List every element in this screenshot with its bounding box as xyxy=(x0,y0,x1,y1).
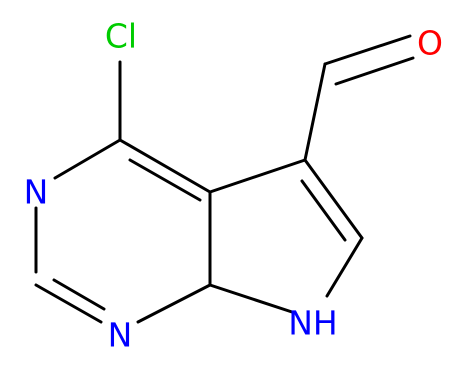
bond-n1-c7a xyxy=(136,283,212,324)
atom-label-n1: N xyxy=(108,316,133,355)
atom-label-o: O xyxy=(417,24,443,63)
bond-c4-c4a xyxy=(118,138,212,194)
bond-nh-c7a xyxy=(208,283,294,314)
bond-c5-c6-inner xyxy=(300,179,347,242)
bond-c6-nh xyxy=(325,236,364,298)
bond-c2-n1 xyxy=(34,283,103,324)
atom-label-cl: Cl xyxy=(105,17,137,56)
bond-c5-c6 xyxy=(303,158,364,240)
bond-c2-n1-inner xyxy=(52,278,106,311)
bond-c4-n3 xyxy=(53,138,122,180)
atom-label-nh: NH xyxy=(288,304,338,343)
bond-cho-o xyxy=(323,34,412,66)
bond-c4-c4a-inner xyxy=(128,158,202,202)
atom-label-n3: N xyxy=(24,173,49,212)
bond-c4a-c5 xyxy=(208,158,307,194)
bond-c5-cho xyxy=(303,62,327,162)
bond-cho-o-inner xyxy=(334,56,415,86)
